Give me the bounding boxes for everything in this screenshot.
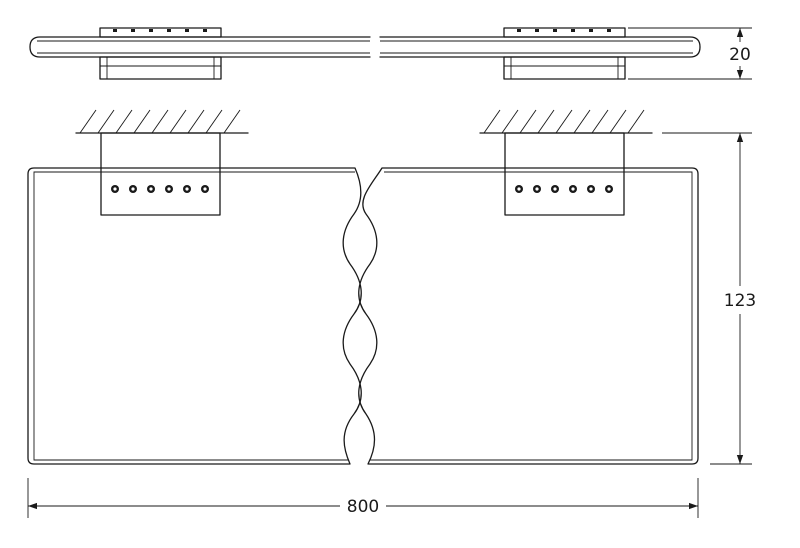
dimension-height-front: 123 bbox=[662, 132, 756, 465]
wall-hatch-left bbox=[75, 109, 249, 134]
dimension-height-top: 20 bbox=[628, 27, 752, 80]
top-view: 20 bbox=[29, 27, 752, 80]
glass-panel-left-inner bbox=[33, 171, 355, 461]
wall-hatch-right bbox=[479, 109, 653, 134]
dimension-height-top-label: 20 bbox=[729, 45, 751, 65]
top-view-shelf-right bbox=[379, 36, 701, 58]
front-bracket-right bbox=[504, 132, 625, 216]
front-bracket-left bbox=[100, 132, 221, 216]
glass-panel-left bbox=[27, 167, 362, 465]
dimension-height-front-label: 123 bbox=[724, 291, 756, 311]
top-view-bracket-left bbox=[99, 27, 222, 80]
glass-panel-right-inner bbox=[370, 171, 693, 461]
top-view-bracket-right bbox=[503, 27, 626, 80]
top-view-shelf-right-inner bbox=[380, 40, 693, 54]
dimension-width-label: 800 bbox=[347, 497, 379, 517]
dimension-width: 800 bbox=[27, 478, 699, 518]
top-view-shelf-left bbox=[29, 36, 371, 58]
glass-panel-right bbox=[358, 167, 699, 465]
front-view: 123 800 bbox=[27, 109, 756, 518]
top-view-shelf-left-inner bbox=[37, 40, 370, 54]
